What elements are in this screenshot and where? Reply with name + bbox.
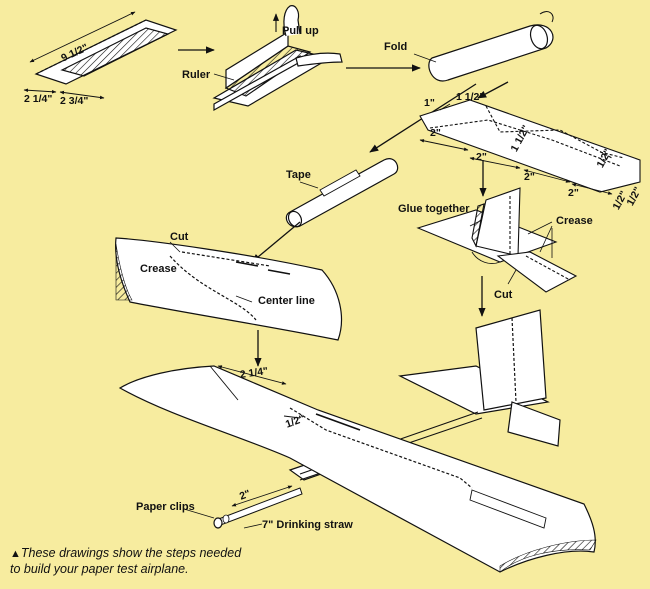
figure-caption: ▲These drawings show the steps needed to… [10, 546, 241, 577]
label-center-line: Center line [258, 295, 315, 307]
dim-tail-2-left: 2" [430, 127, 441, 139]
label-crease-tail: Crease [556, 215, 593, 227]
dim-tail-2-mid: 2" [476, 151, 487, 163]
label-crease-wing: Crease [140, 263, 177, 275]
label-ruler: Ruler [182, 69, 211, 81]
label-glue-together: Glue together [398, 203, 470, 215]
dim-tail-2-low: 2" [524, 171, 535, 183]
label-drinking-straw: 7" Drinking straw [262, 519, 353, 531]
caption-line-2: to build your paper test airplane. [10, 562, 189, 576]
dim-tail-1: 1" [424, 97, 435, 109]
tail-pattern [419, 99, 641, 195]
step-fold-tube [413, 11, 554, 82]
assembled-airplane [118, 309, 597, 573]
tail-folded [416, 187, 578, 293]
label-pull-up: Pull up [282, 25, 319, 37]
step-tape-tube [285, 158, 399, 228]
dim-sheet-right: 2 3/4" [60, 95, 89, 107]
label-cut-wing: Cut [170, 231, 189, 243]
dim-tail-2-right: 2" [568, 187, 579, 199]
dim-sheet-left: 2 1/4" [24, 93, 53, 105]
step-wing-flat [115, 237, 343, 341]
label-fold: Fold [384, 41, 408, 53]
caption-marker: ▲ [10, 548, 21, 560]
step-flat-sheet [23, 11, 178, 100]
caption-line-1: These drawings show the steps needed [20, 546, 242, 560]
step-arrow-4 [477, 81, 509, 99]
label-paper-clips: Paper clips [136, 501, 195, 513]
label-cut-tail: Cut [494, 289, 513, 301]
label-tape: Tape [286, 169, 311, 181]
step-fold-over-ruler [212, 5, 343, 112]
dim-tail-1-5-top: 1 1/2" [456, 91, 485, 103]
step-arrow-7 [251, 221, 301, 263]
